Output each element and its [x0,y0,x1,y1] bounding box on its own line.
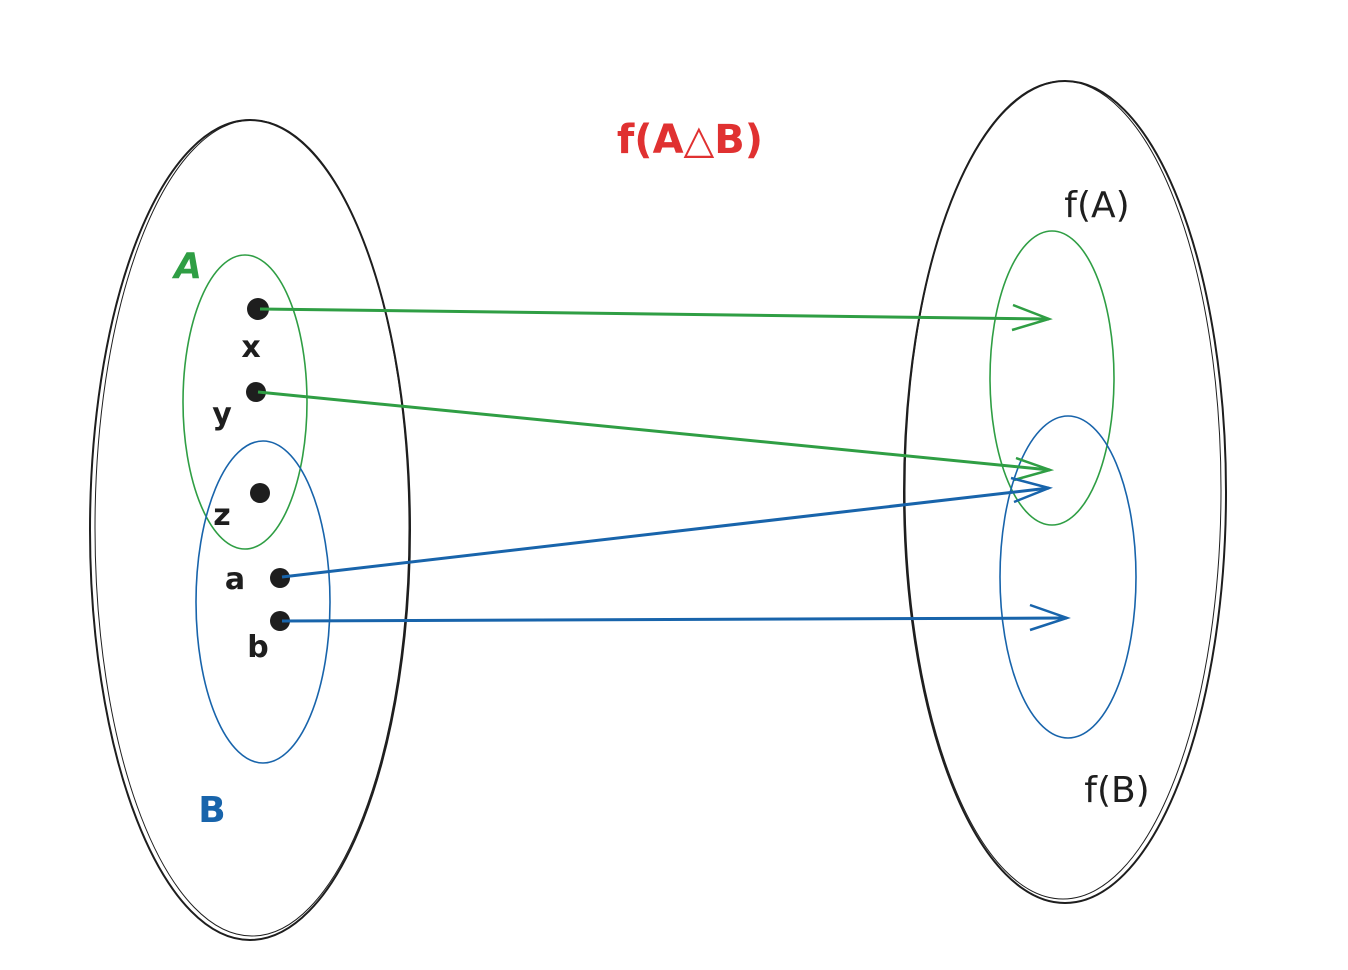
set-b: B [195,440,331,831]
mapping-arrows [257,303,1071,632]
point-z-dot [250,483,270,503]
domain-ellipse-sketch [94,119,410,937]
image-fb: f(B) [999,415,1150,811]
image-fa: f(A) [989,185,1130,526]
point-y-label: y [212,397,232,432]
point-y-dot [246,382,266,402]
set-b-ellipse [195,440,331,764]
set-a: A [171,246,308,550]
point-z-label: z [213,498,230,533]
domain-ellipse [89,119,411,941]
diagram-title: f(A△B) [617,117,763,163]
image-fa-ellipse [989,230,1115,526]
image-fb-label: f(B) [1084,770,1149,811]
codomain-set [903,80,1227,904]
arrow-a-to-intersection [281,476,1053,579]
set-a-label: A [171,246,202,287]
arrow-x-to-fa [259,303,1053,332]
domain-points: x y z a b [212,298,290,665]
point-x-dot [247,298,269,320]
image-fa-label: f(A) [1064,185,1129,226]
point-b-dot [270,611,290,631]
set-b-label: B [198,790,225,831]
set-a-ellipse [182,254,308,550]
arrow-b-to-fb [281,603,1071,632]
point-a-label: a [225,562,245,597]
point-b-label: b [247,630,268,665]
arrow-y-to-intersection [257,390,1055,482]
codomain-ellipse-sketch [904,80,1222,900]
image-fb-ellipse [999,415,1137,739]
point-a-dot [270,568,290,588]
domain-set [89,119,411,941]
point-x-label: x [241,330,260,365]
